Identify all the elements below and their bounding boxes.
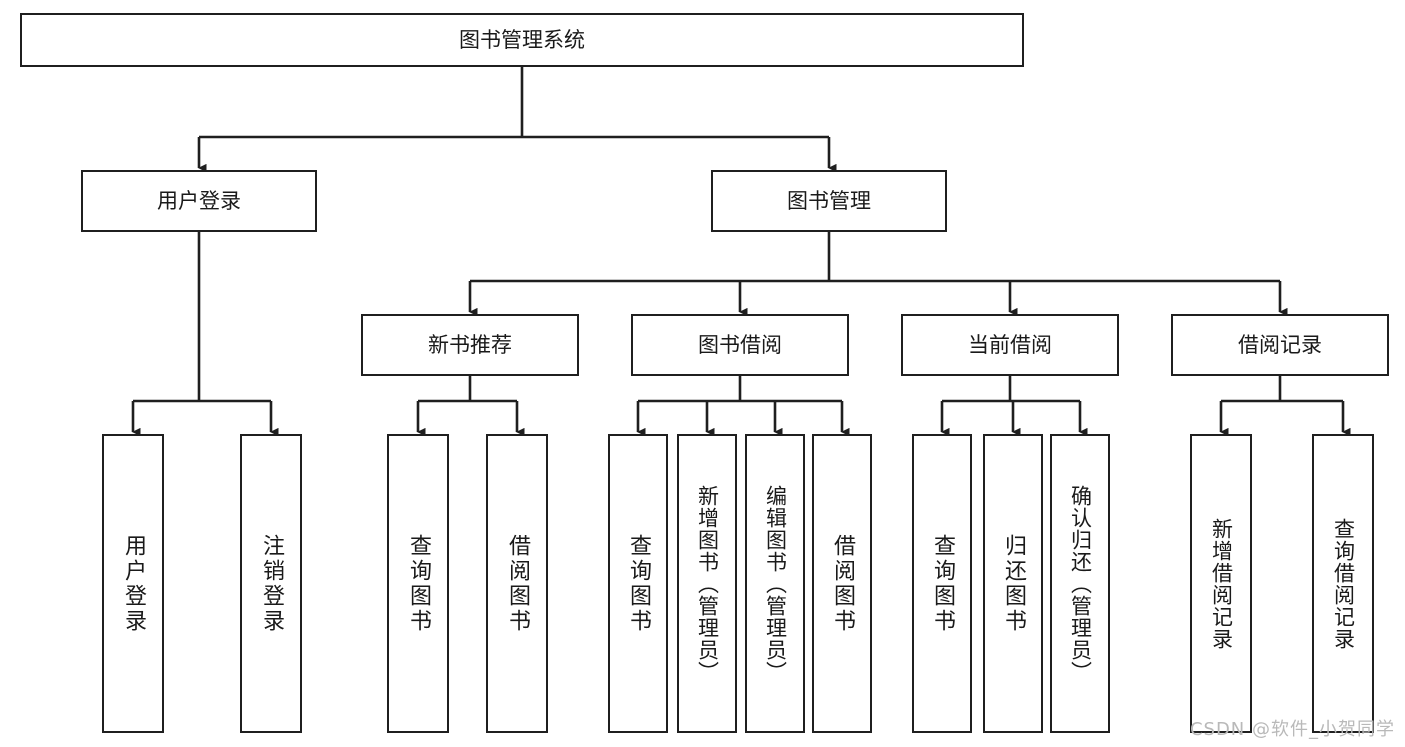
node-l3-book-borrow[interactable]: 图书借阅	[631, 314, 849, 376]
node-label: 查询图书	[626, 533, 651, 634]
node-label: 用户登录	[121, 533, 146, 634]
node-leaf-cl-query[interactable]: 查询图书	[912, 434, 972, 733]
node-label: 查询借阅记录	[1331, 517, 1356, 650]
node-label: 图书管理	[787, 188, 871, 213]
node-label: 借阅图书	[830, 533, 855, 634]
node-root[interactable]: 图书管理系统	[20, 13, 1024, 67]
edge-trunk	[133, 232, 271, 403]
node-leaf-cl-confirm[interactable]: 确认归还（管理员）	[1050, 434, 1110, 733]
node-leaf-user-login[interactable]: 用户登录	[102, 434, 164, 733]
node-label: 图书借阅	[698, 332, 782, 357]
node-leaf-bb-borrow[interactable]: 借阅图书	[812, 434, 872, 733]
node-leaf-rec-query[interactable]: 查询图书	[387, 434, 449, 733]
node-label: 归还图书	[1001, 533, 1026, 634]
edge-trunk	[942, 376, 1080, 403]
node-label: 新增借阅记录	[1209, 517, 1234, 650]
node-leaf-lr-query[interactable]: 查询借阅记录	[1312, 434, 1374, 733]
node-label: 查询图书	[930, 533, 955, 634]
node-leaf-lr-add[interactable]: 新增借阅记录	[1190, 434, 1252, 733]
node-l3-new-book-rec[interactable]: 新书推荐	[361, 314, 579, 376]
node-label: 用户登录	[157, 188, 241, 213]
edge-trunk	[199, 67, 829, 139]
node-leaf-bb-edit[interactable]: 编辑图书（管理员）	[745, 434, 805, 733]
node-label: 确认归还（管理员）	[1068, 484, 1093, 683]
node-l3-current-loan[interactable]: 当前借阅	[901, 314, 1119, 376]
node-label: 当前借阅	[968, 332, 1052, 357]
node-l2-book-manage[interactable]: 图书管理	[711, 170, 947, 232]
node-l3-loan-record[interactable]: 借阅记录	[1171, 314, 1389, 376]
node-leaf-rec-borrow[interactable]: 借阅图书	[486, 434, 548, 733]
node-label: 新增图书（管理员）	[695, 484, 720, 683]
node-leaf-bb-query[interactable]: 查询图书	[608, 434, 668, 733]
node-label: 新书推荐	[428, 332, 512, 357]
edge-trunk	[638, 376, 842, 403]
node-label: 注销登录	[259, 533, 284, 634]
node-label: 借阅图书	[505, 533, 530, 634]
edge-trunk	[1221, 376, 1343, 403]
node-label: 图书管理系统	[459, 27, 585, 52]
node-leaf-bb-add[interactable]: 新增图书（管理员）	[677, 434, 737, 733]
node-leaf-user-logout[interactable]: 注销登录	[240, 434, 302, 733]
edge-trunk	[418, 376, 517, 403]
node-label: 借阅记录	[1238, 332, 1322, 357]
node-label: 查询图书	[406, 533, 431, 634]
node-l2-user-login[interactable]: 用户登录	[81, 170, 317, 232]
edge-trunk	[470, 232, 1280, 283]
node-label: 编辑图书（管理员）	[763, 484, 788, 683]
node-leaf-cl-return[interactable]: 归还图书	[983, 434, 1043, 733]
